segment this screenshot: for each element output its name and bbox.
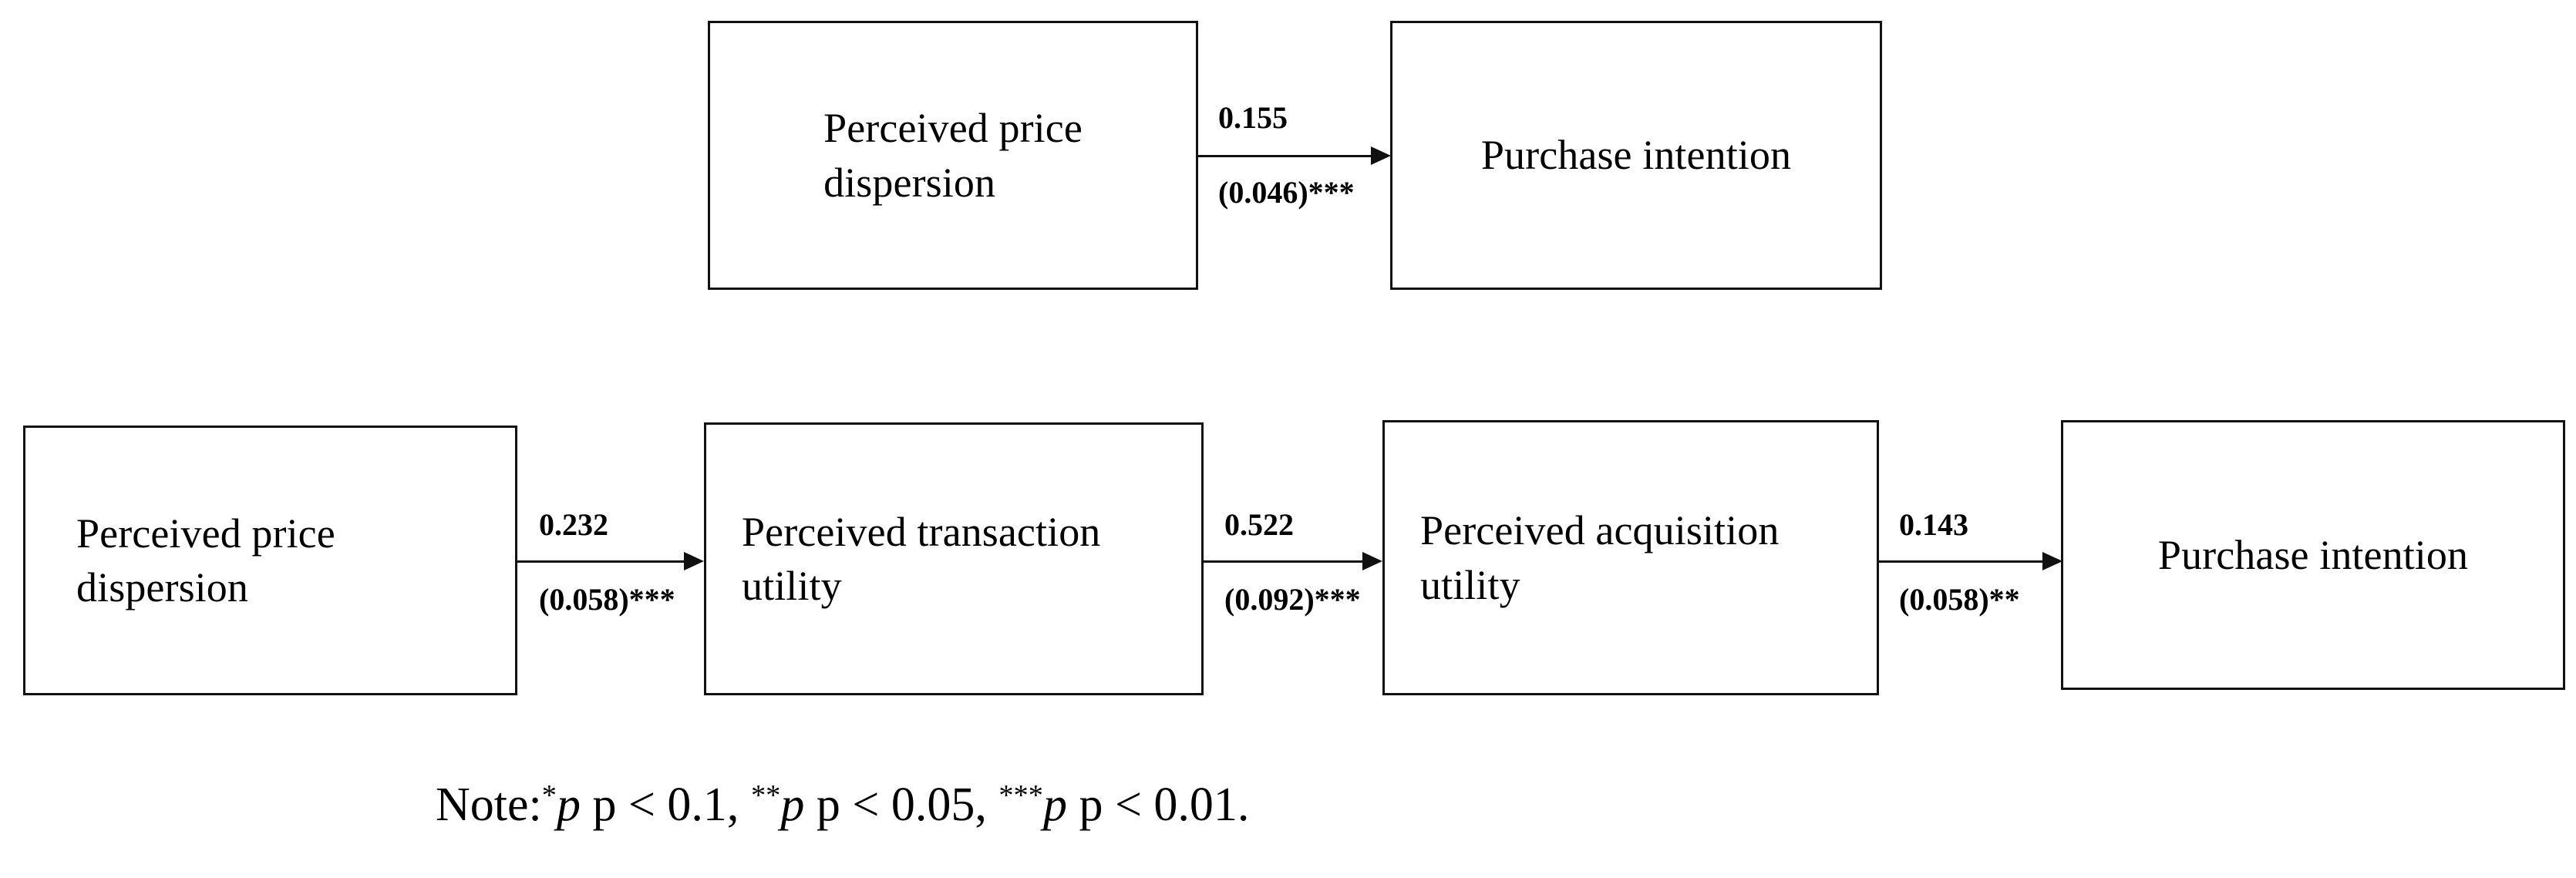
- edge-coefficient: 0.143: [1899, 506, 1968, 542]
- note-level-1: p < 0.1,: [580, 779, 751, 831]
- node-perceived-acquisition-utility: Perceived acquisition utility: [1382, 420, 1879, 695]
- note-stars-2: **: [750, 779, 781, 812]
- arrowhead-icon: [2042, 552, 2062, 570]
- edge-standard-error: (0.058)***: [539, 582, 675, 617]
- node-perceived-transaction-utility: Perceived transaction utility: [704, 422, 1204, 695]
- edge-coefficient: 0.232: [539, 506, 608, 542]
- arrowhead-icon: [1362, 552, 1382, 570]
- edge-standard-error: (0.092)***: [1224, 582, 1361, 617]
- edge-label-0.232: 0.232 (0.058)***: [539, 469, 675, 619]
- node-label: Purchase intention: [1480, 132, 1792, 179]
- edge-standard-error: (0.058)**: [1899, 582, 2020, 617]
- edge-coefficient: 0.155: [1218, 99, 1288, 135]
- note-level-2: p < 0.05,: [804, 779, 999, 831]
- note-stars-3: ***: [998, 779, 1043, 812]
- node-label: Purchase intention: [2157, 531, 2469, 578]
- note-p-symbol-3: p: [1042, 779, 1067, 831]
- note-level-3: p < 0.01.: [1066, 779, 1250, 831]
- node-purchase-intention-top: Purchase intention: [1390, 21, 1882, 290]
- note-stars-1: *: [541, 779, 557, 812]
- node-label: Perceived price dispersion: [823, 105, 1083, 206]
- node-perceived-price-dispersion-bottom: Perceived price dispersion: [23, 426, 517, 695]
- note-p-symbol-2: p: [780, 779, 805, 831]
- edge-standard-error: (0.046)***: [1218, 175, 1355, 210]
- edge-shaft: [1879, 560, 2046, 563]
- note-p-symbol-1: p: [556, 779, 581, 831]
- note-prefix: Note:: [436, 779, 542, 831]
- edge-shaft: [1198, 155, 1374, 157]
- edge-label-0.155: 0.155 (0.046)***: [1218, 62, 1355, 212]
- node-label: Perceived acquisition utility: [1420, 507, 1780, 608]
- significance-note: Note:*p p < 0.1, **p p < 0.05, ***p p < …: [436, 779, 1249, 831]
- edge-shaft: [1204, 560, 1365, 563]
- node-perceived-price-dispersion-top: Perceived price dispersion: [708, 21, 1198, 290]
- edge-coefficient: 0.522: [1224, 506, 1294, 542]
- edge-label-0.143: 0.143 (0.058)**: [1899, 469, 2020, 619]
- node-label: Perceived price dispersion: [76, 510, 335, 611]
- edge-shaft: [517, 560, 687, 563]
- edge-label-0.522: 0.522 (0.092)***: [1224, 469, 1361, 619]
- arrowhead-icon: [1371, 146, 1391, 165]
- node-label: Perceived transaction utility: [742, 508, 1101, 609]
- node-purchase-intention-bottom: Purchase intention: [2061, 420, 2565, 690]
- arrowhead-icon: [684, 552, 704, 570]
